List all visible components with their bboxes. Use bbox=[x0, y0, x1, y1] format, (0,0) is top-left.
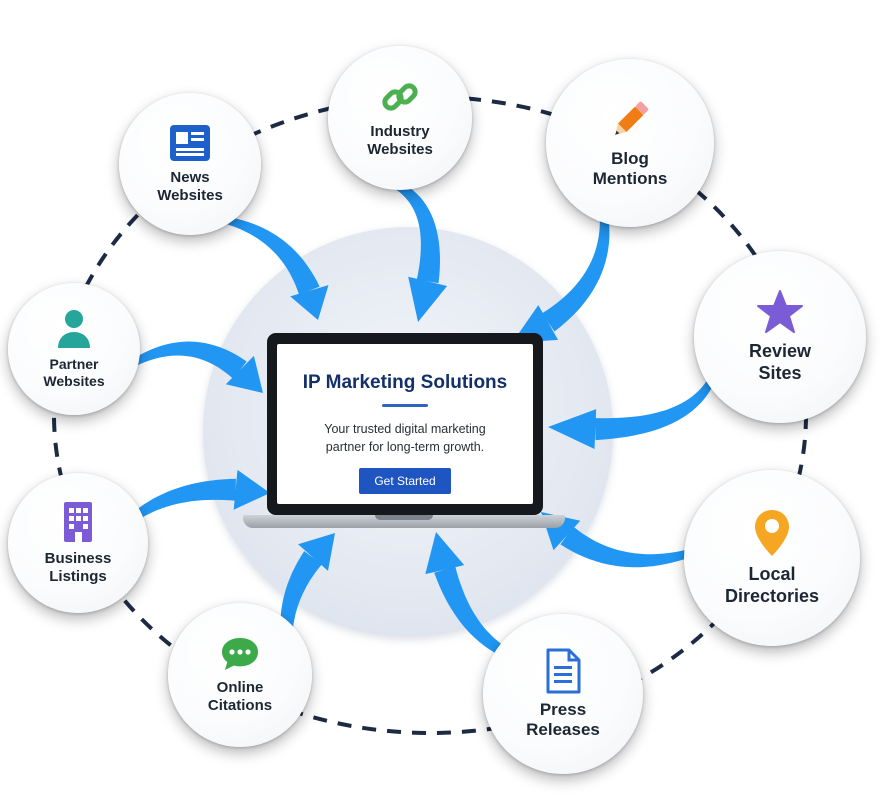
laptop-notch bbox=[375, 515, 433, 520]
node-online-citations: Online Citations bbox=[168, 603, 312, 747]
node-label: Press Releases bbox=[526, 699, 600, 739]
arrow-head bbox=[408, 276, 448, 322]
map-pin-icon bbox=[752, 508, 792, 564]
arrow-head bbox=[290, 285, 329, 320]
title-underline bbox=[382, 404, 428, 407]
node-local-directories: Local Directories bbox=[684, 470, 860, 646]
building-icon bbox=[59, 500, 97, 550]
node-label: Review Sites bbox=[748, 341, 812, 383]
laptop-display: IP Marketing Solutions Your trusted digi… bbox=[277, 344, 533, 504]
arrow-head bbox=[298, 533, 335, 571]
node-news-websites: News Websites bbox=[119, 93, 261, 235]
node-blog-mentions: Blog Mentions bbox=[546, 59, 714, 227]
node-label: Business Listings bbox=[44, 550, 112, 585]
node-industry-websites: Industry Websites bbox=[328, 46, 472, 190]
arrow-shaft bbox=[214, 215, 320, 295]
node-review-sites: Review Sites bbox=[694, 251, 866, 423]
pencil-icon bbox=[607, 97, 653, 149]
document-icon bbox=[543, 648, 583, 700]
node-label: Industry Websites bbox=[367, 123, 433, 158]
laptop-base bbox=[243, 515, 565, 528]
brand-tagline: Your trusted digital marketing partner f… bbox=[324, 422, 486, 455]
person-icon bbox=[54, 308, 94, 356]
node-label: Partner Websites bbox=[43, 356, 105, 389]
arrow-shaft bbox=[117, 478, 236, 533]
node-label: Local Directories bbox=[724, 564, 820, 606]
node-label: News Websites bbox=[157, 169, 223, 204]
arrow-head bbox=[233, 469, 270, 510]
get-started-button[interactable]: Get Started bbox=[359, 468, 451, 495]
node-label: Online Citations bbox=[207, 679, 273, 714]
arrow-head bbox=[425, 532, 465, 575]
node-business-listings: Business Listings bbox=[8, 473, 148, 613]
brand-title: IP Marketing Solutions bbox=[302, 372, 508, 393]
node-partner-websites: Partner Websites bbox=[8, 283, 140, 415]
node-label: Blog Mentions bbox=[592, 148, 668, 188]
arrow-shaft bbox=[560, 526, 714, 568]
arrow-head bbox=[225, 355, 263, 393]
arrow-shaft bbox=[595, 371, 718, 441]
chat-bubble-icon bbox=[219, 635, 261, 679]
arrow-head bbox=[548, 409, 597, 449]
link-icon bbox=[380, 77, 420, 123]
node-press-releases: Press Releases bbox=[483, 614, 643, 774]
arrow-shaft bbox=[379, 175, 440, 284]
arrow-shaft bbox=[434, 566, 534, 666]
laptop: IP Marketing Solutions Your trusted digi… bbox=[243, 333, 565, 531]
arrow-shaft bbox=[120, 341, 247, 379]
laptop-screen: IP Marketing Solutions Your trusted digi… bbox=[267, 333, 543, 515]
star-icon bbox=[756, 289, 804, 341]
newspaper-icon bbox=[168, 123, 212, 169]
